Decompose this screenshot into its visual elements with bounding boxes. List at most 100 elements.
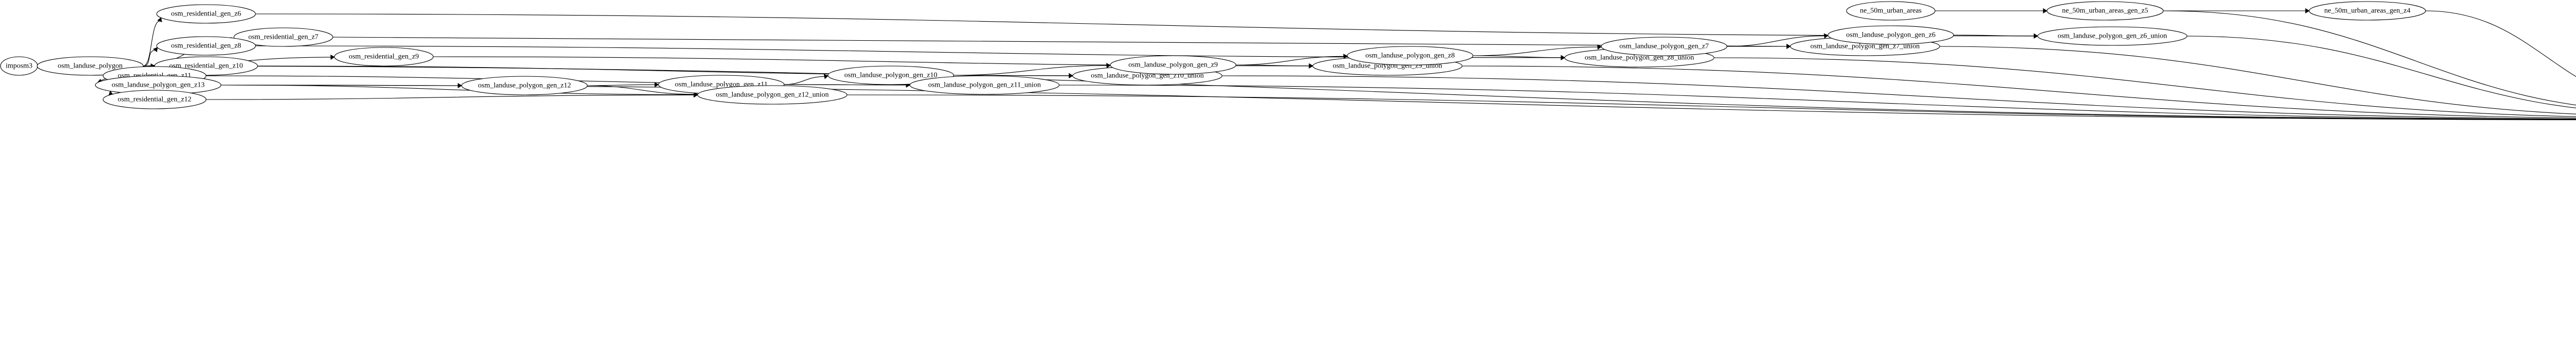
node-label: osm_residential_gen_z7 <box>248 34 318 41</box>
edge-arrowhead <box>1309 63 1313 69</box>
node-label: imposm3 <box>6 62 32 70</box>
node-label: ne_50m_urban_areas_gen_z4 <box>2324 7 2410 15</box>
graph-edge <box>1953 35 2035 37</box>
edge-arrowhead <box>1343 54 1348 59</box>
node-ellipse[interactable] <box>1347 46 1473 65</box>
graph-edge <box>2163 10 2576 106</box>
graph-edge <box>784 76 825 85</box>
graph-node-ne_50m_urban_areas_gen_z5[interactable]: ne_50m_urban_areas_gen_z5 <box>2046 1 2164 21</box>
node-ellipse[interactable] <box>103 90 207 109</box>
graph-edge <box>255 13 2035 37</box>
node-ellipse[interactable] <box>156 4 256 24</box>
node-label: osm_landuse_polygon_gen_z11_union <box>928 81 1041 89</box>
graph-edge <box>332 37 1787 47</box>
node-label: ne_50m_urban_areas <box>1860 7 1922 15</box>
node-label: osm_landuse_polygon_gen_z12_union <box>716 91 828 99</box>
graph-node-osm_residential_gen_z8[interactable]: osm_residential_gen_z8 <box>156 36 256 56</box>
graph-node-osm_landuse_polygon_gen_z6[interactable]: osm_landuse_polygon_gen_z6 <box>1827 25 1954 45</box>
graph-node-osm_landuse_polygon_gen_z12[interactable]: osm_landuse_polygon_gen_z12 <box>461 76 588 95</box>
node-label: osm_landuse_polygon_gen_z6 <box>1846 31 1935 39</box>
node-label: osm_landuse_polygon_gen_z10 <box>844 72 937 79</box>
node-label: osm_landuse_polygon <box>58 62 123 70</box>
graph-node-osm_residential_gen_z12[interactable]: osm_residential_gen_z12 <box>103 90 207 109</box>
node-ellipse[interactable] <box>1601 37 1727 56</box>
graph-node-osm_landuse_polygon_gen_z7[interactable]: osm_landuse_polygon_gen_z7 <box>1601 37 1727 56</box>
edge-arrowhead <box>1561 55 1565 60</box>
node-layer: imposm3 osm_landuse_polygon osm_residentia… <box>0 1 2426 109</box>
graph-edge <box>953 65 1107 76</box>
node-ellipse[interactable] <box>2309 1 2426 21</box>
graph-node-imposm3[interactable]: imposm3 <box>0 56 38 76</box>
graph-node-osm_landuse_polygon_gen_z9[interactable]: osm_landuse_polygon_gen_z9 <box>1110 55 1236 75</box>
graph-node-osm_landuse_polygon_gen_z12_union[interactable]: osm_landuse_polygon_gen_z12_union <box>697 85 848 105</box>
graph-node-osm_landuse_polygon_gen_z6_union[interactable]: osm_landuse_polygon_gen_z6_union <box>2037 26 2188 46</box>
edge-arrowhead <box>654 82 659 88</box>
graph-edge <box>2425 10 2576 77</box>
graph-edge <box>1235 64 1310 67</box>
graph-node-ne_50m_urban_areas[interactable]: ne_50m_urban_areas <box>1846 1 1936 21</box>
graph-edge <box>1939 46 2576 114</box>
graph-edge <box>1472 55 1562 58</box>
graph-edge <box>143 65 2576 120</box>
graph-edge <box>1059 85 2576 120</box>
edge-arrowhead <box>1824 33 1829 39</box>
edge-layer <box>37 8 2576 121</box>
graph-edge <box>206 94 694 100</box>
node-label: osm_residential_gen_z12 <box>117 96 191 104</box>
edge-arrowhead <box>1597 44 1602 50</box>
node-label: osm_landuse_polygon_gen_z8 <box>1365 52 1454 60</box>
node-ellipse[interactable] <box>461 76 588 95</box>
graph-edge <box>846 94 2576 121</box>
node-ellipse[interactable] <box>2046 1 2164 21</box>
graph-edge <box>255 45 1562 58</box>
node-ellipse[interactable] <box>156 36 256 56</box>
graph-edge <box>953 75 1070 76</box>
graph-edge <box>587 85 694 95</box>
node-ellipse[interactable] <box>1827 25 1954 45</box>
edge-arrowhead <box>823 74 829 79</box>
node-label: osm_landuse_polygon_gen_z7 <box>1619 43 1708 51</box>
graph-edge <box>143 50 156 67</box>
graph-edge <box>1222 75 2576 120</box>
node-label: osm_landuse_polygon_gen_z12 <box>478 82 571 90</box>
graph-node-osm_residential_gen_z7[interactable]: osm_residential_gen_z7 <box>233 27 333 47</box>
node-label: osm_residential_gen_z6 <box>171 10 241 18</box>
graph-node-osm_landuse_polygon_gen_z8_union[interactable]: osm_landuse_polygon_gen_z8_union <box>1564 48 1715 68</box>
node-label: osm_landuse_polygon_gen_z6_union <box>2058 32 2167 40</box>
graph-edge <box>2187 36 2576 109</box>
node-ellipse[interactable] <box>334 47 434 67</box>
graph-node-ne_50m_urban_areas_gen_z4[interactable]: ne_50m_urban_areas_gen_z4 <box>2309 1 2426 21</box>
node-label: osm_residential_gen_z9 <box>349 53 419 61</box>
graph-edge <box>1472 46 1598 56</box>
node-ellipse[interactable] <box>697 85 848 105</box>
node-label: osm_residential_gen_z10 <box>169 62 243 70</box>
node-ellipse[interactable] <box>1110 55 1236 75</box>
node-ellipse[interactable] <box>1846 1 1936 21</box>
edge-arrowhead <box>157 17 162 23</box>
graph-edge <box>1714 57 2576 117</box>
graph-node-osm_residential_gen_z9[interactable]: osm_residential_gen_z9 <box>334 47 434 67</box>
graph-edge <box>1462 65 2576 119</box>
graph-node-osm_landuse_polygon_gen_z11_union[interactable]: osm_landuse_polygon_gen_z11_union <box>909 75 1060 95</box>
edge-arrowhead <box>1106 63 1111 69</box>
node-label: osm_landuse_polygon_gen_z9 <box>1128 61 1217 69</box>
node-label: osm_landuse_polygon_gen_z13 <box>112 81 205 89</box>
node-label: ne_50m_urban_areas_gen_z5 <box>2062 7 2148 15</box>
node-ellipse[interactable] <box>233 27 333 47</box>
node-ellipse[interactable] <box>909 75 1060 95</box>
graph-node-osm_residential_gen_z6[interactable]: osm_residential_gen_z6 <box>156 4 256 24</box>
node-label: osm_residential_gen_z8 <box>171 42 241 50</box>
edge-arrowhead <box>2043 8 2047 14</box>
edge-arrowhead <box>1786 43 1791 50</box>
edge-arrowhead <box>2305 8 2310 14</box>
edge-arrowhead <box>330 54 335 60</box>
graph-node-osm_landuse_polygon_gen_z8[interactable]: osm_landuse_polygon_gen_z8 <box>1347 46 1473 65</box>
edge-arrowhead <box>2033 33 2038 39</box>
edge-arrowhead <box>152 47 158 53</box>
graph-edge <box>221 85 694 95</box>
edge-arrowhead <box>1069 73 1073 78</box>
graph-edge <box>1235 56 1344 65</box>
node-ellipse[interactable] <box>2037 26 2188 46</box>
